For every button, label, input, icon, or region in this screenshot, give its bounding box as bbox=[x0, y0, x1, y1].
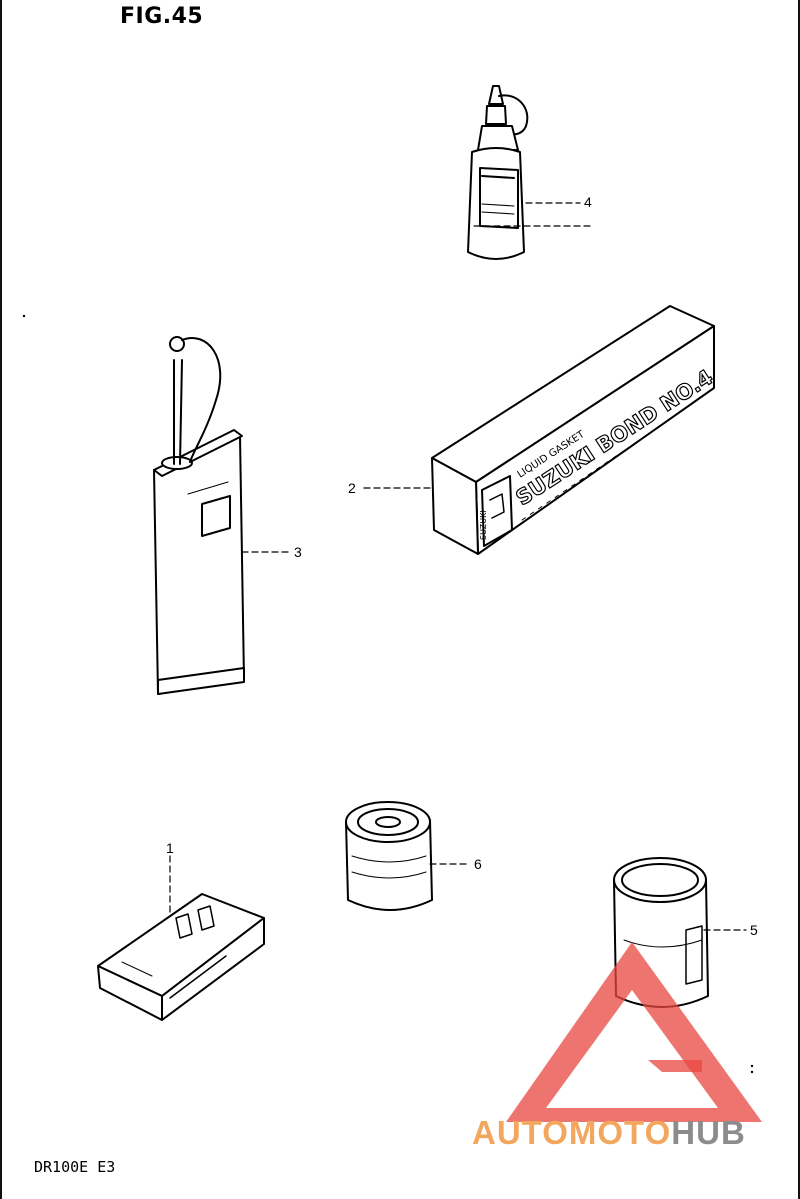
watermark-text: AUTOMOTOHUB bbox=[472, 1114, 746, 1152]
model-code: DR100E E3 bbox=[34, 1158, 116, 1176]
callout-6: 6 bbox=[474, 856, 482, 872]
watermark-logo-icon bbox=[506, 942, 762, 1122]
scan-dot bbox=[22, 314, 26, 318]
watermark-part1: AUTOMOTO bbox=[472, 1114, 672, 1151]
leader-lines bbox=[169, 202, 747, 931]
scan-dot bbox=[750, 1070, 754, 1074]
watermark-part2: HUB bbox=[671, 1114, 746, 1151]
callout-4: 4 bbox=[584, 194, 592, 210]
callout-2: 2 bbox=[348, 480, 356, 496]
figure-title: FIG.45 bbox=[120, 4, 204, 29]
small-tin-drawing bbox=[345, 801, 433, 911]
bond-box-drawing bbox=[431, 305, 715, 555]
oil-bottle-drawing bbox=[467, 85, 529, 260]
oil-can-drawing bbox=[153, 336, 245, 695]
callout-5: 5 bbox=[750, 922, 758, 938]
paint-case-drawing bbox=[97, 893, 265, 1021]
bond-box-brand: SUZUKI bbox=[479, 510, 488, 540]
scan-dot bbox=[750, 1064, 754, 1068]
callout-3: 3 bbox=[294, 544, 302, 560]
callout-1: 1 bbox=[166, 840, 174, 856]
